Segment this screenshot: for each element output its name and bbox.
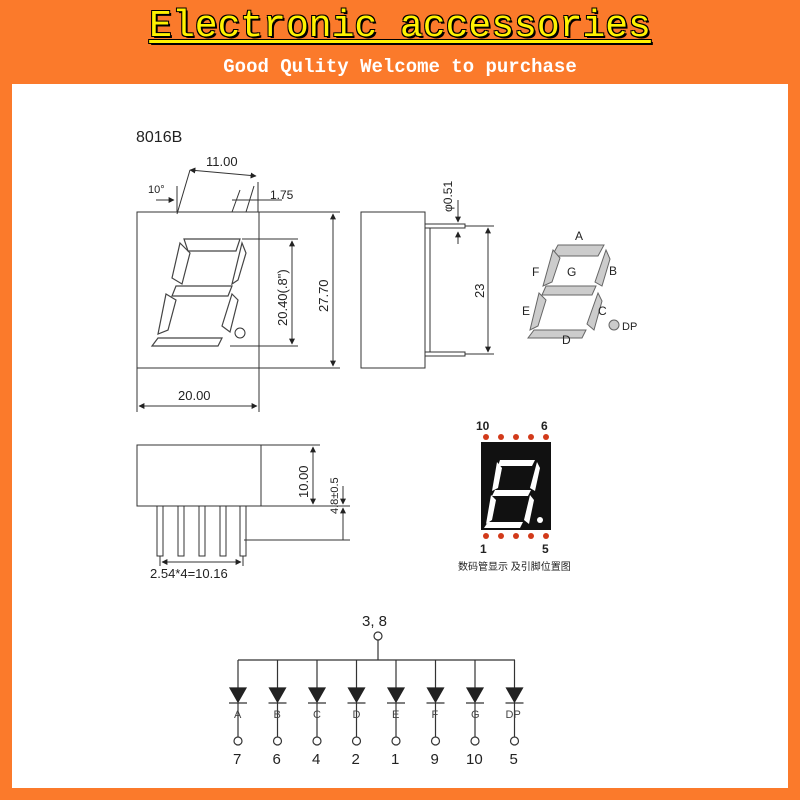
front-view (136, 167, 340, 412)
dim-total-height: 27.70 (316, 279, 331, 312)
circuit-pin-7: 7 (233, 751, 241, 768)
circuit-pin-1: 1 (391, 751, 399, 768)
seg-c (586, 291, 603, 331)
front-body-outline (136, 211, 260, 369)
dim-angle: 10° (148, 184, 165, 196)
seg-dp (608, 319, 620, 331)
circuit-seg-label-c: C (313, 709, 321, 721)
diode-d (347, 660, 366, 746)
pin-label-1: 1 (480, 542, 487, 556)
circuit-seg-label-e: E (392, 709, 399, 721)
drawing-panel (12, 84, 788, 788)
legend-label-d: D (562, 333, 571, 347)
side-pin-bottom (424, 351, 466, 357)
front-digit (150, 238, 247, 347)
circuit-labels: A 7 B 6 C 4 D 2 E 1 F 9 G 10 DP 5 (233, 709, 521, 768)
segment-legend-labels: A B C D E F G DP (522, 229, 637, 347)
seg-g (541, 285, 597, 296)
pinout-caption: 数码管显示 及引脚位置图 (458, 560, 571, 573)
diode-f (426, 660, 445, 746)
seg-e (529, 292, 547, 331)
dim-digit-height: 20.40(.8") (275, 269, 290, 326)
circuit-pin-5: 5 (510, 751, 518, 768)
pin-label-6: 6 (541, 419, 548, 433)
diode-e (386, 660, 406, 746)
banner-title: Electronic accessories (149, 5, 651, 48)
pin-3 (198, 505, 206, 557)
diode-array (228, 660, 524, 746)
bottom-view (136, 444, 350, 566)
legend-label-a: A (575, 229, 583, 243)
legend-label-dp: DP (622, 321, 637, 333)
side-view (360, 200, 494, 369)
legend-label-f: F (532, 265, 539, 279)
pin-dots-top (483, 434, 549, 440)
diode-b (268, 660, 287, 746)
circuit-pin-2: 2 (352, 751, 360, 768)
circuit-pin-4: 4 (312, 751, 320, 768)
circuit-seg-label-g: G (471, 709, 480, 721)
dim-top-width: 11.00 (206, 154, 238, 169)
common-terminal (373, 631, 383, 641)
pin-2 (177, 505, 185, 557)
legend-label-g: G (567, 265, 576, 279)
circuit-seg-label-b: B (274, 709, 281, 721)
dim-total-width: 20.00 (178, 388, 211, 403)
seg-d (527, 329, 587, 339)
circuit-pin-10: 10 (466, 751, 483, 768)
display-digit (484, 460, 543, 528)
seg-b (594, 248, 611, 287)
legend-label-e: E (522, 304, 530, 318)
circuit-diagram (228, 631, 524, 746)
diode-a (228, 660, 248, 746)
pin-label-5: 5 (542, 542, 549, 556)
seg-a (551, 244, 605, 257)
model-label: 8016B (136, 129, 182, 146)
circuit-seg-label-f: F (432, 709, 439, 721)
legend-label-c: C (598, 304, 607, 318)
diode-c (307, 660, 327, 746)
circuit-pin-9: 9 (431, 751, 439, 768)
pin-5 (239, 505, 247, 557)
diode-g (465, 660, 485, 746)
pin-dots-bottom (483, 533, 549, 539)
circuit-seg-label-d: D (353, 709, 361, 721)
circuit-seg-label-a: A (234, 709, 242, 721)
legend-label-b: B (609, 264, 617, 278)
side-body-outline (360, 211, 426, 369)
pin-label-10: 10 (476, 419, 490, 433)
dim-pin-height: 4.8±0.5 (329, 477, 341, 514)
dim-segment: 1.75 (270, 188, 294, 202)
banner-subtitle: Good Qulity Welcome to purchase (223, 56, 577, 78)
front-dp-dot (234, 327, 246, 339)
bottom-body-outline (136, 444, 262, 507)
segment-legend (527, 244, 620, 339)
pinout-diagram (481, 434, 551, 539)
diode-dp (505, 660, 524, 746)
dim-body-height: 10.00 (296, 465, 311, 498)
dim-pin-length: 23 (472, 284, 487, 298)
circuit-seg-label-dp: DP (506, 709, 521, 721)
pin-1 (156, 505, 164, 557)
seg-f (542, 248, 561, 287)
side-pin-top (424, 223, 466, 229)
dim-pitch: 2.54*4=10.16 (150, 566, 228, 581)
common-pin-label: 3, 8 (362, 613, 387, 630)
pin-4 (219, 505, 227, 557)
circuit-pin-6: 6 (273, 751, 281, 768)
dim-pin-diameter: φ0.51 (441, 181, 455, 212)
